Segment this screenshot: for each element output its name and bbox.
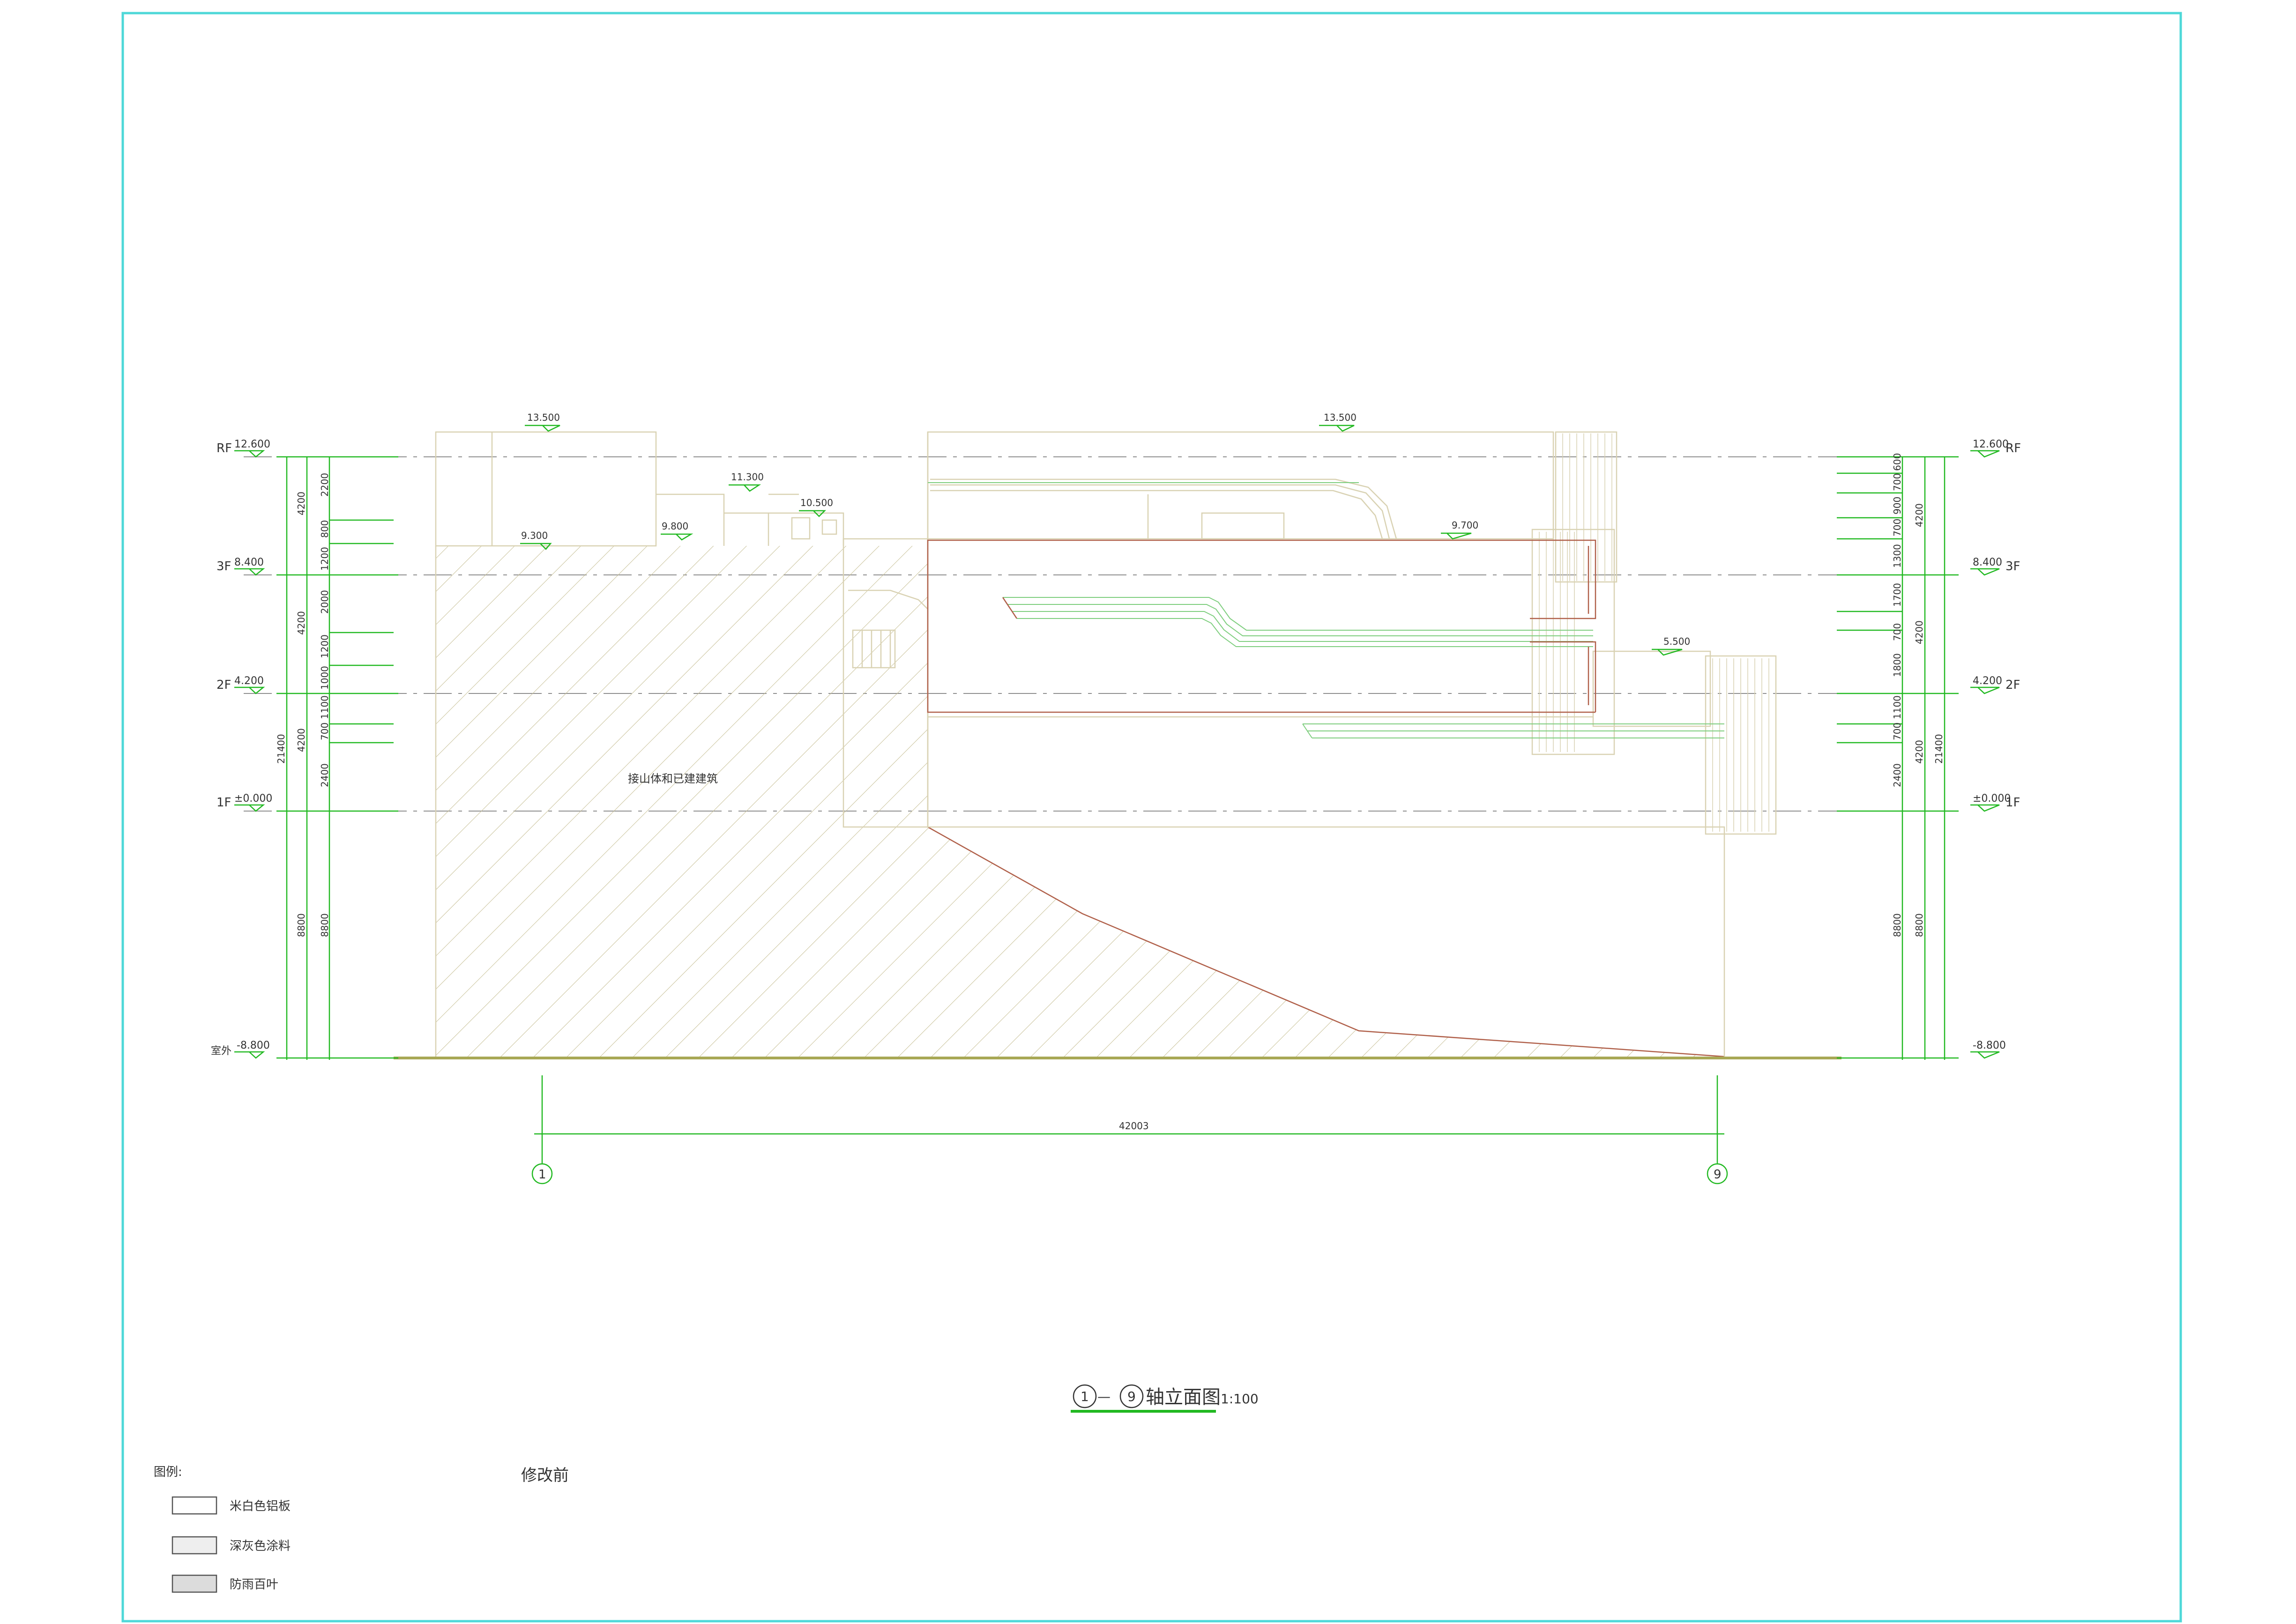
red-outline-volume xyxy=(927,539,1596,713)
level-2f-right: 4.200 xyxy=(1973,675,2002,687)
title-axis-a: 1 xyxy=(1081,1389,1089,1404)
title-text: 轴立面图 xyxy=(1146,1386,1221,1408)
level-3f-right: 8.400 xyxy=(1973,557,2002,568)
floor-label-1f-right: 1F xyxy=(2005,796,2020,810)
left-outer-dim-4: 8800 xyxy=(296,913,307,937)
level-2f-left: 4.200 xyxy=(234,675,264,687)
axis-label-9: 9 xyxy=(1714,1168,1722,1182)
floor-label-3f: 3F xyxy=(216,559,231,574)
title-dash: — xyxy=(1097,1389,1111,1404)
hatch-label: 接山体和已建建筑 xyxy=(628,772,718,785)
level-roof-right: 13.500 xyxy=(1324,412,1357,423)
right-inner-dim-11: 2400 xyxy=(1892,763,1903,787)
right-outer-dim-3: 4200 xyxy=(1914,740,1925,764)
floor-label-2f-right: 2F xyxy=(2005,678,2020,692)
right-inner-dim-3: 900 xyxy=(1892,497,1903,514)
left-inner-dim-4: 2000 xyxy=(319,590,330,614)
axis-bubble-1 xyxy=(531,1163,553,1184)
green-curved-bands xyxy=(928,482,1724,738)
left-outer-dim-3: 4200 xyxy=(296,728,307,752)
left-inner-dim-8: 700 xyxy=(319,723,330,740)
drawing-frame xyxy=(121,12,2182,1623)
level-1f-right: ±0.000 xyxy=(1973,793,2011,805)
level-outdoor-right: -8.800 xyxy=(1973,1040,2006,1051)
overall-width-dim: 42003 xyxy=(1119,1120,1149,1132)
right-inner-dim-1: 600 xyxy=(1892,453,1903,471)
legend-item-1: 米白色铝板 xyxy=(230,1499,291,1513)
building-outlines xyxy=(435,431,1777,1057)
left-outer-dim-1: 4200 xyxy=(296,492,307,515)
left-dimension-lines xyxy=(276,456,398,1060)
level-rf-right: 12.600 xyxy=(1973,439,2009,450)
left-inner-dim-7: 1100 xyxy=(319,695,330,719)
title-axis-b: 9 xyxy=(1127,1389,1136,1404)
level-3f-left: 8.400 xyxy=(234,557,264,568)
existing-building-hatch xyxy=(436,546,1725,1058)
right-inner-dim-9: 1100 xyxy=(1892,695,1903,719)
level-markers xyxy=(234,425,2000,1059)
louvre-lines xyxy=(1539,433,1769,832)
level-5500: 5.500 xyxy=(1663,636,1690,647)
right-outer-dim-2: 4200 xyxy=(1914,620,1925,644)
left-inner-dim-1: 2200 xyxy=(319,473,330,497)
right-dimension-lines xyxy=(1837,456,1959,1060)
level-rf-left: 12.600 xyxy=(234,439,270,450)
title-scale: 1:100 xyxy=(1221,1391,1259,1407)
right-inner-dim-7: 700 xyxy=(1892,623,1903,641)
floor-label-rf: RF xyxy=(216,441,232,455)
right-inner-dim-8: 1800 xyxy=(1892,653,1903,677)
level-10500: 10.500 xyxy=(800,497,833,508)
floor-label-rf-right: RF xyxy=(2005,441,2021,455)
bottom-dimension xyxy=(531,1075,1728,1184)
right-inner-dim-4: 700 xyxy=(1892,519,1903,536)
right-total-dim: 21400 xyxy=(1933,734,1945,764)
left-inner-dim-2: 800 xyxy=(319,520,330,538)
legend-swatch-rain-louvre xyxy=(171,1574,217,1593)
level-outdoor-left: -8.800 xyxy=(237,1040,270,1051)
right-outer-dim-1: 4200 xyxy=(1914,503,1925,527)
floor-label-outdoor: 室外 xyxy=(211,1045,231,1057)
left-inner-dim-6: 1000 xyxy=(319,666,330,690)
legend-swatch-dark-gray-paint xyxy=(171,1536,217,1555)
legend-item-3: 防雨百叶 xyxy=(230,1578,278,1592)
legend: 图例: 米白色铝板 深灰色涂料 防雨百叶 xyxy=(154,1465,291,1593)
floor-label-2f: 2F xyxy=(216,678,231,692)
right-inner-dim-12: 8800 xyxy=(1892,913,1903,937)
left-inner-dim-5: 1200 xyxy=(319,634,330,658)
left-inner-dim-10: 8800 xyxy=(319,913,330,937)
floor-label-3f-right: 3F xyxy=(2005,559,2020,574)
right-outer-dim-4: 8800 xyxy=(1914,913,1925,937)
left-inner-dim-3: 1200 xyxy=(319,547,330,571)
level-9700: 9.700 xyxy=(1452,520,1478,531)
left-total-dim: 21400 xyxy=(276,734,287,764)
level-9300: 9.300 xyxy=(521,530,548,541)
legend-item-2: 深灰色涂料 xyxy=(230,1539,291,1553)
level-1f-left: ±0.000 xyxy=(234,793,272,805)
right-inner-dim-10: 700 xyxy=(1892,723,1903,740)
axis-bubble-9 xyxy=(1707,1163,1728,1184)
axis-label-1: 1 xyxy=(538,1168,546,1182)
level-11300: 11.300 xyxy=(731,471,764,483)
level-9800: 9.800 xyxy=(662,521,688,532)
left-outer-dim-2: 4200 xyxy=(296,611,307,635)
right-inner-dim-5: 1300 xyxy=(1892,544,1903,568)
legend-swatch-white-aluminum xyxy=(171,1496,217,1515)
level-roof-left: 13.500 xyxy=(527,412,560,423)
left-inner-dim-9: 2400 xyxy=(319,763,330,787)
right-inner-dim-6: 1700 xyxy=(1892,583,1903,607)
legend-heading: 图例: xyxy=(154,1465,182,1479)
drawing-title: 1 — 9 轴立面图 1:100 xyxy=(1071,1384,1259,1413)
revision-note: 修改前 xyxy=(521,1466,569,1485)
floor-label-1f: 1F xyxy=(216,796,231,810)
right-inner-dim-2: 700 xyxy=(1892,473,1903,491)
